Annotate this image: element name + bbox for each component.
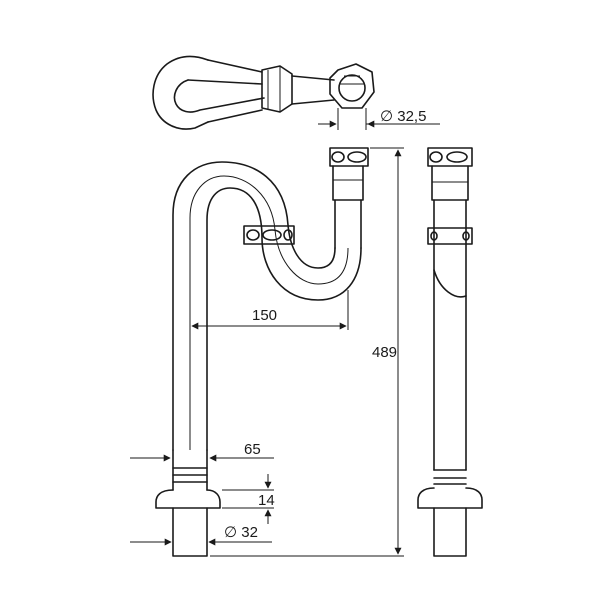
dimension-bottom-outlet-diameter: ∅ 32 — [130, 524, 272, 546]
side-view-pipe — [433, 199, 467, 471]
top-view-pipe — [207, 59, 263, 73]
flange-offset-label: 14 — [258, 492, 275, 509]
top-view-nut-1 — [261, 65, 293, 113]
side-view-union-nut — [427, 227, 473, 245]
front-view-bottom-rosette — [155, 489, 221, 509]
top-view-nut-2 — [329, 63, 375, 109]
dimension-flange-height: 65 — [130, 441, 274, 462]
front-view-tailpiece — [332, 165, 364, 201]
front-view — [155, 147, 369, 557]
side-view-top-nut — [427, 147, 473, 167]
side-view — [417, 147, 483, 557]
s-trap-inner-curve — [206, 187, 362, 451]
side-view-bottom-pipe — [433, 507, 467, 557]
dimension-trap-width: 150 — [189, 290, 349, 330]
trap-width-label: 150 — [252, 307, 277, 324]
front-view-bottom-pipe — [172, 507, 208, 557]
dimension-flange-offset: 14 — [222, 474, 275, 524]
top-view-rosette — [152, 55, 209, 130]
front-view-top-nut — [329, 147, 369, 167]
side-view-rosette — [417, 487, 483, 509]
s-trap-outer-curve — [172, 161, 336, 451]
top-view-outlet-circle — [338, 74, 366, 102]
front-view-union-nut — [243, 225, 295, 245]
flange-height-label: 65 — [244, 441, 261, 458]
dimension-total-height: 489 — [210, 147, 404, 557]
dimension-top-outlet-diameter: ∅ 32,5 — [318, 108, 440, 130]
top-view — [152, 55, 375, 130]
top-outlet-diameter-label: ∅ 32,5 — [380, 108, 426, 125]
bottom-outlet-diameter-label: ∅ 32 — [224, 524, 258, 541]
total-height-label: 489 — [372, 344, 397, 361]
